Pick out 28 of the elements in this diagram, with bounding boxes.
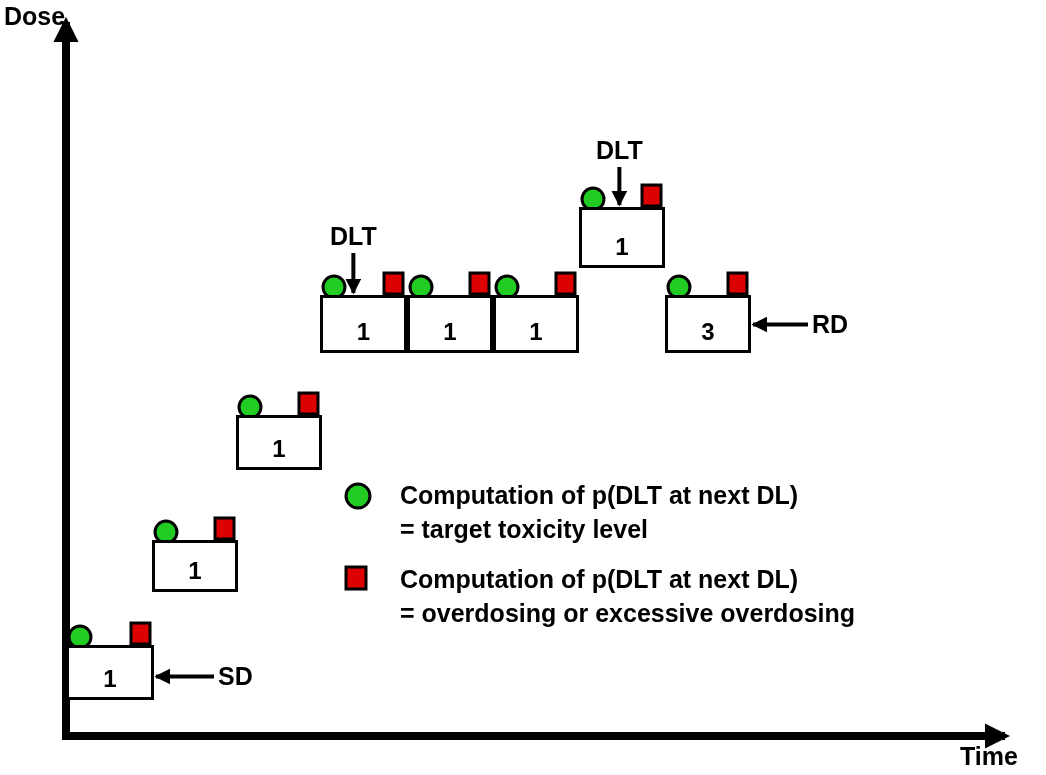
arrow bbox=[611, 167, 628, 207]
patient-count: 1 bbox=[102, 665, 118, 693]
legend-text: Computation of p(DLT at next DL) = overdosing or excessive overdosing bbox=[400, 564, 856, 629]
patient-count: 1 bbox=[187, 557, 203, 585]
dose-level-box bbox=[407, 295, 493, 353]
patient-count: 1 bbox=[442, 318, 458, 346]
patient-count: 1 bbox=[271, 435, 287, 463]
dose-level-box bbox=[320, 295, 407, 353]
arrow bbox=[751, 316, 808, 333]
annotation-label: SD bbox=[218, 662, 253, 691]
dose-level-box bbox=[152, 540, 238, 592]
arrow bbox=[154, 668, 214, 685]
patient-count: 3 bbox=[700, 318, 716, 346]
dose-level-box bbox=[236, 415, 322, 470]
dose-level-box bbox=[66, 645, 154, 700]
patient-count: 1 bbox=[614, 233, 630, 261]
dose-level-box bbox=[665, 295, 751, 353]
axis-label: Dose bbox=[4, 2, 66, 31]
patient-count: 1 bbox=[355, 318, 372, 346]
arrow bbox=[345, 253, 362, 295]
patient-count: 1 bbox=[528, 318, 544, 346]
annotation-label: RD bbox=[812, 310, 849, 339]
annotation-label: DLT bbox=[330, 222, 377, 251]
dose-level-box bbox=[493, 295, 579, 353]
dose-level-box bbox=[579, 207, 665, 268]
axis-label: Time bbox=[960, 742, 1018, 771]
annotation-label: DLT bbox=[596, 136, 643, 165]
legend-text: Computation of p(DLT at next DL) = target toxicity level bbox=[400, 480, 799, 545]
